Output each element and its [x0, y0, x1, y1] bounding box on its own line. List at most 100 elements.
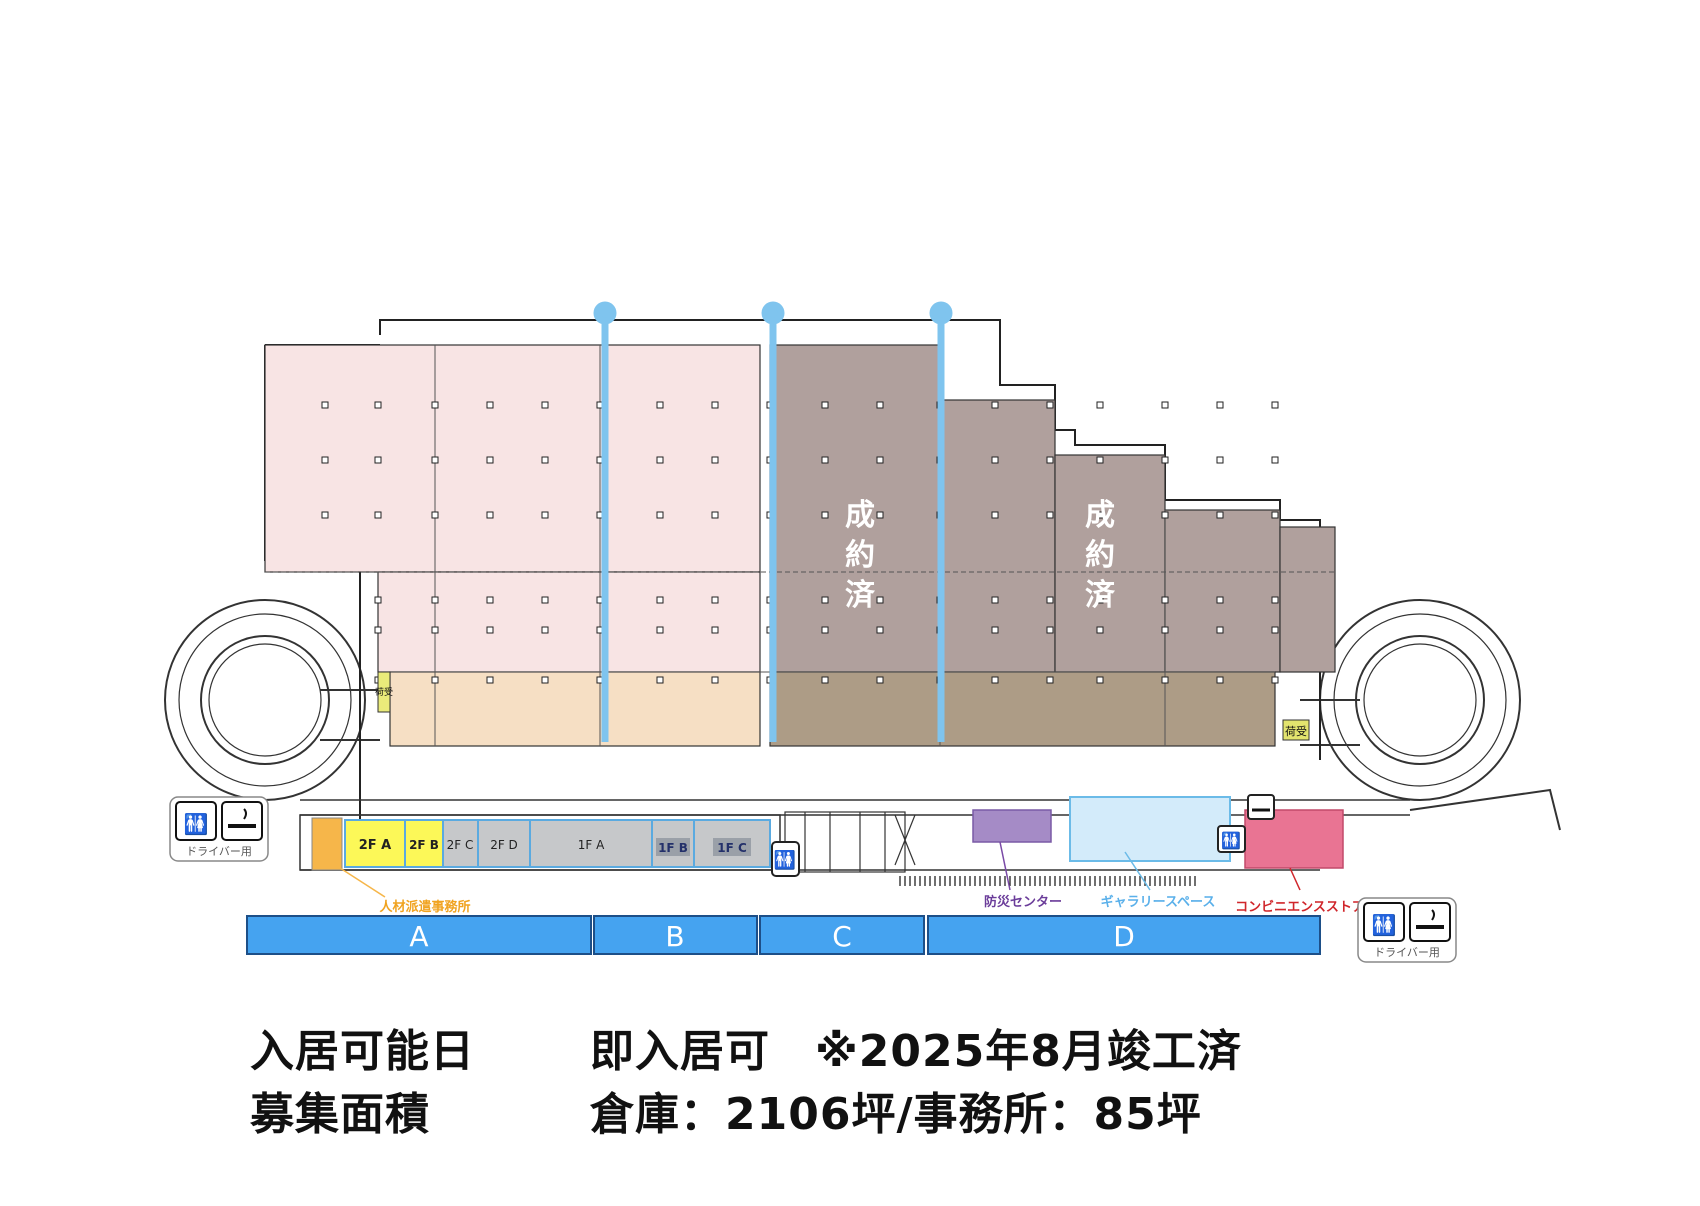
gallery-space-label: ギャラリースペース — [1101, 894, 1216, 910]
svg-text:🚻: 🚻 — [774, 849, 796, 871]
column-marker — [821, 596, 829, 604]
column-marker — [656, 401, 664, 409]
column-marker — [431, 401, 439, 409]
area-label: 募集面積 — [250, 1089, 430, 1140]
loading-right-label: 荷受 — [1285, 725, 1307, 738]
svg-text:ドライバー用: ドライバー用 — [186, 845, 252, 858]
column-marker — [656, 596, 664, 604]
column-marker — [1161, 676, 1169, 684]
svg-text:D: D — [1113, 920, 1135, 953]
column-marker — [431, 626, 439, 634]
column-marker — [876, 456, 884, 464]
loading-left-label: 荷受 — [375, 686, 393, 698]
disaster-center-label: 防災センター — [984, 894, 1062, 910]
column-marker — [431, 676, 439, 684]
column-marker — [656, 676, 664, 684]
column-marker — [541, 626, 549, 634]
driver-facilities-left: 🚻 ドライバー用 — [169, 796, 269, 862]
gallery-space-area — [1069, 796, 1231, 862]
column-marker — [541, 596, 549, 604]
column-marker — [711, 456, 719, 464]
column-marker — [656, 626, 664, 634]
column-marker — [1046, 456, 1054, 464]
column-marker — [1046, 626, 1054, 634]
column-marker — [711, 401, 719, 409]
unit-2f-a: 2F A — [344, 819, 406, 868]
column-marker — [321, 511, 329, 519]
column-marker — [1161, 456, 1169, 464]
column-marker — [876, 596, 884, 604]
column-marker — [1271, 511, 1279, 519]
column-marker — [541, 676, 549, 684]
column-marker — [876, 401, 884, 409]
column-marker — [1216, 626, 1224, 634]
svg-text:1F B: 1F B — [658, 841, 688, 855]
column-marker — [1271, 676, 1279, 684]
svg-text:A: A — [409, 920, 428, 953]
svg-text:C: C — [832, 920, 852, 953]
column-marker — [711, 511, 719, 519]
column-marker — [1096, 511, 1104, 519]
svg-text:2F A: 2F A — [359, 838, 392, 853]
column-marker — [991, 511, 999, 519]
svg-text:2F C: 2F C — [447, 838, 474, 852]
column-marker — [431, 511, 439, 519]
right-ramp — [1300, 599, 1561, 831]
svg-text:1F C: 1F C — [717, 841, 747, 855]
column-marker — [431, 596, 439, 604]
column-marker — [991, 676, 999, 684]
column-marker — [374, 596, 382, 604]
column-marker — [821, 511, 829, 519]
column-marker — [876, 676, 884, 684]
section-dividers — [593, 301, 953, 742]
column-marker — [374, 401, 382, 409]
left-ramp — [164, 599, 380, 801]
svg-text:2F D: 2F D — [490, 838, 518, 852]
svg-text:🚻: 🚻 — [1221, 831, 1241, 850]
column-marker — [541, 456, 549, 464]
column-marker — [1271, 626, 1279, 634]
available-warehouse-area — [264, 344, 761, 747]
svg-text:済: 済 — [845, 578, 876, 613]
availability-value: 即入居可 ※2025年8月竣工済 — [590, 1026, 1242, 1077]
column-marker — [1216, 401, 1224, 409]
unit-1f-a: 1F A — [529, 819, 653, 868]
toilet-icon — [1363, 902, 1405, 942]
column-marker — [1161, 511, 1169, 519]
column-marker — [1096, 596, 1104, 604]
column-marker — [321, 401, 329, 409]
unit-2f-d: 2F D — [477, 819, 531, 868]
column-marker — [1216, 511, 1224, 519]
svg-text:2F B: 2F B — [409, 838, 439, 852]
driver-facilities-right: 🚻 ドライバー用 — [1357, 897, 1457, 963]
column-marker — [431, 456, 439, 464]
column-marker — [1161, 596, 1169, 604]
column-marker — [821, 676, 829, 684]
svg-text:B: B — [665, 920, 684, 953]
column-marker — [991, 626, 999, 634]
disaster-center-area — [972, 809, 1052, 843]
column-marker — [821, 401, 829, 409]
column-marker — [486, 456, 494, 464]
column-marker — [991, 401, 999, 409]
unit-2f-c: 2F C — [442, 819, 479, 868]
column-marker — [1046, 596, 1054, 604]
staffing-office-area — [311, 817, 343, 871]
column-marker — [1216, 676, 1224, 684]
column-marker — [821, 456, 829, 464]
contracted-label-1: 成 約 済 — [845, 498, 876, 613]
column-marker — [374, 626, 382, 634]
column-marker — [486, 511, 494, 519]
unit-1f-c: 1F C — [693, 819, 771, 868]
column-marker — [656, 511, 664, 519]
svg-text:約: 約 — [845, 538, 875, 573]
loading-right: 荷受 — [1282, 719, 1310, 741]
column-marker — [821, 626, 829, 634]
svg-text:ドライバー用: ドライバー用 — [1374, 946, 1440, 959]
section-bar-a: A — [246, 915, 592, 955]
section-bar-d: D — [927, 915, 1321, 955]
availability-label: 入居可能日 — [250, 1026, 475, 1077]
column-marker — [486, 596, 494, 604]
toilet-icon-right-small: 🚻 — [1217, 825, 1246, 853]
column-marker — [486, 401, 494, 409]
